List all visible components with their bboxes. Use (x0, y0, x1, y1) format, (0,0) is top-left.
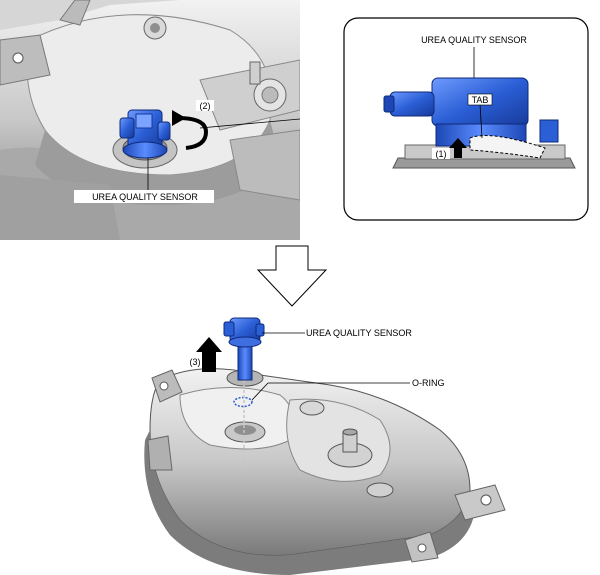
removed-sensor (223, 317, 265, 381)
bottom-sensor-label: UREA QUALITY SENSOR (306, 328, 412, 338)
tab-shape (469, 135, 546, 159)
top-view-panel: UREA QUALITY SENSOR (2) (0, 0, 300, 240)
down-arrow-icon (256, 245, 328, 307)
top-sensor-body (119, 109, 171, 159)
pull-arrow (196, 337, 222, 372)
o-ring (233, 396, 253, 408)
tank-assembly: (3) UREA QUALITY SENSOR O-RING (143, 317, 506, 575)
tab-label: TAB (472, 95, 489, 105)
top-sensor-label: UREA QUALITY SENSOR (92, 192, 198, 202)
step3-label: (3) (190, 357, 201, 367)
rotation-arrow (177, 116, 209, 150)
oring-label: O-RING (412, 378, 445, 388)
detail-inset: UREA QUALITY SENSOR TAB (1) (343, 17, 589, 221)
step2-label: (2) (200, 101, 211, 111)
inset-sensor-label: UREA QUALITY SENSOR (421, 35, 527, 45)
push-arrow (449, 138, 467, 158)
step1-label: (1) (436, 149, 447, 159)
